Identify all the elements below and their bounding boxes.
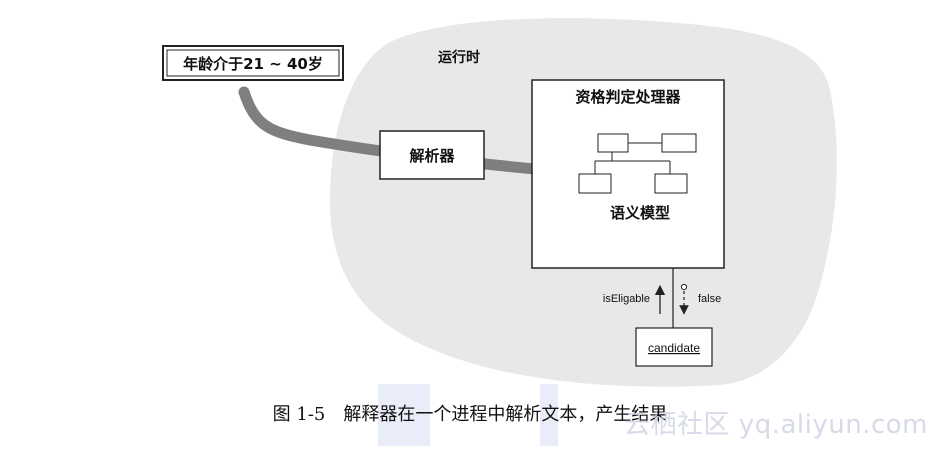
runtime-label: 运行时 (438, 49, 480, 66)
semantic-model-graph (578, 133, 697, 194)
candidate-label: candidate (648, 341, 700, 355)
figure-caption: 图 1-5 解释器在一个进程中解析文本，产生结果 (272, 404, 668, 425)
candidate-box (635, 327, 713, 367)
up-label: isEligable (603, 293, 650, 305)
model-label: 语义模型 (610, 204, 670, 222)
watermark-text: 云栖社区 yq.aliyun.com (624, 410, 928, 440)
parser-label: 解析器 (409, 147, 455, 165)
watermark-block-left (378, 384, 430, 446)
parser-box (379, 130, 485, 180)
model-node-4 (654, 173, 688, 194)
processor-box (531, 79, 725, 269)
model-node-2 (661, 133, 697, 153)
watermark-block-right (540, 384, 558, 446)
model-node-3 (578, 173, 612, 194)
down-arrow-origin (680, 283, 688, 291)
input-label: 年龄介于21 ~ 40岁 (183, 55, 323, 73)
input-box (162, 45, 344, 81)
model-node-1 (597, 133, 629, 153)
processor-label: 资格判定处理器 (575, 88, 681, 106)
down-label: false (698, 293, 721, 305)
